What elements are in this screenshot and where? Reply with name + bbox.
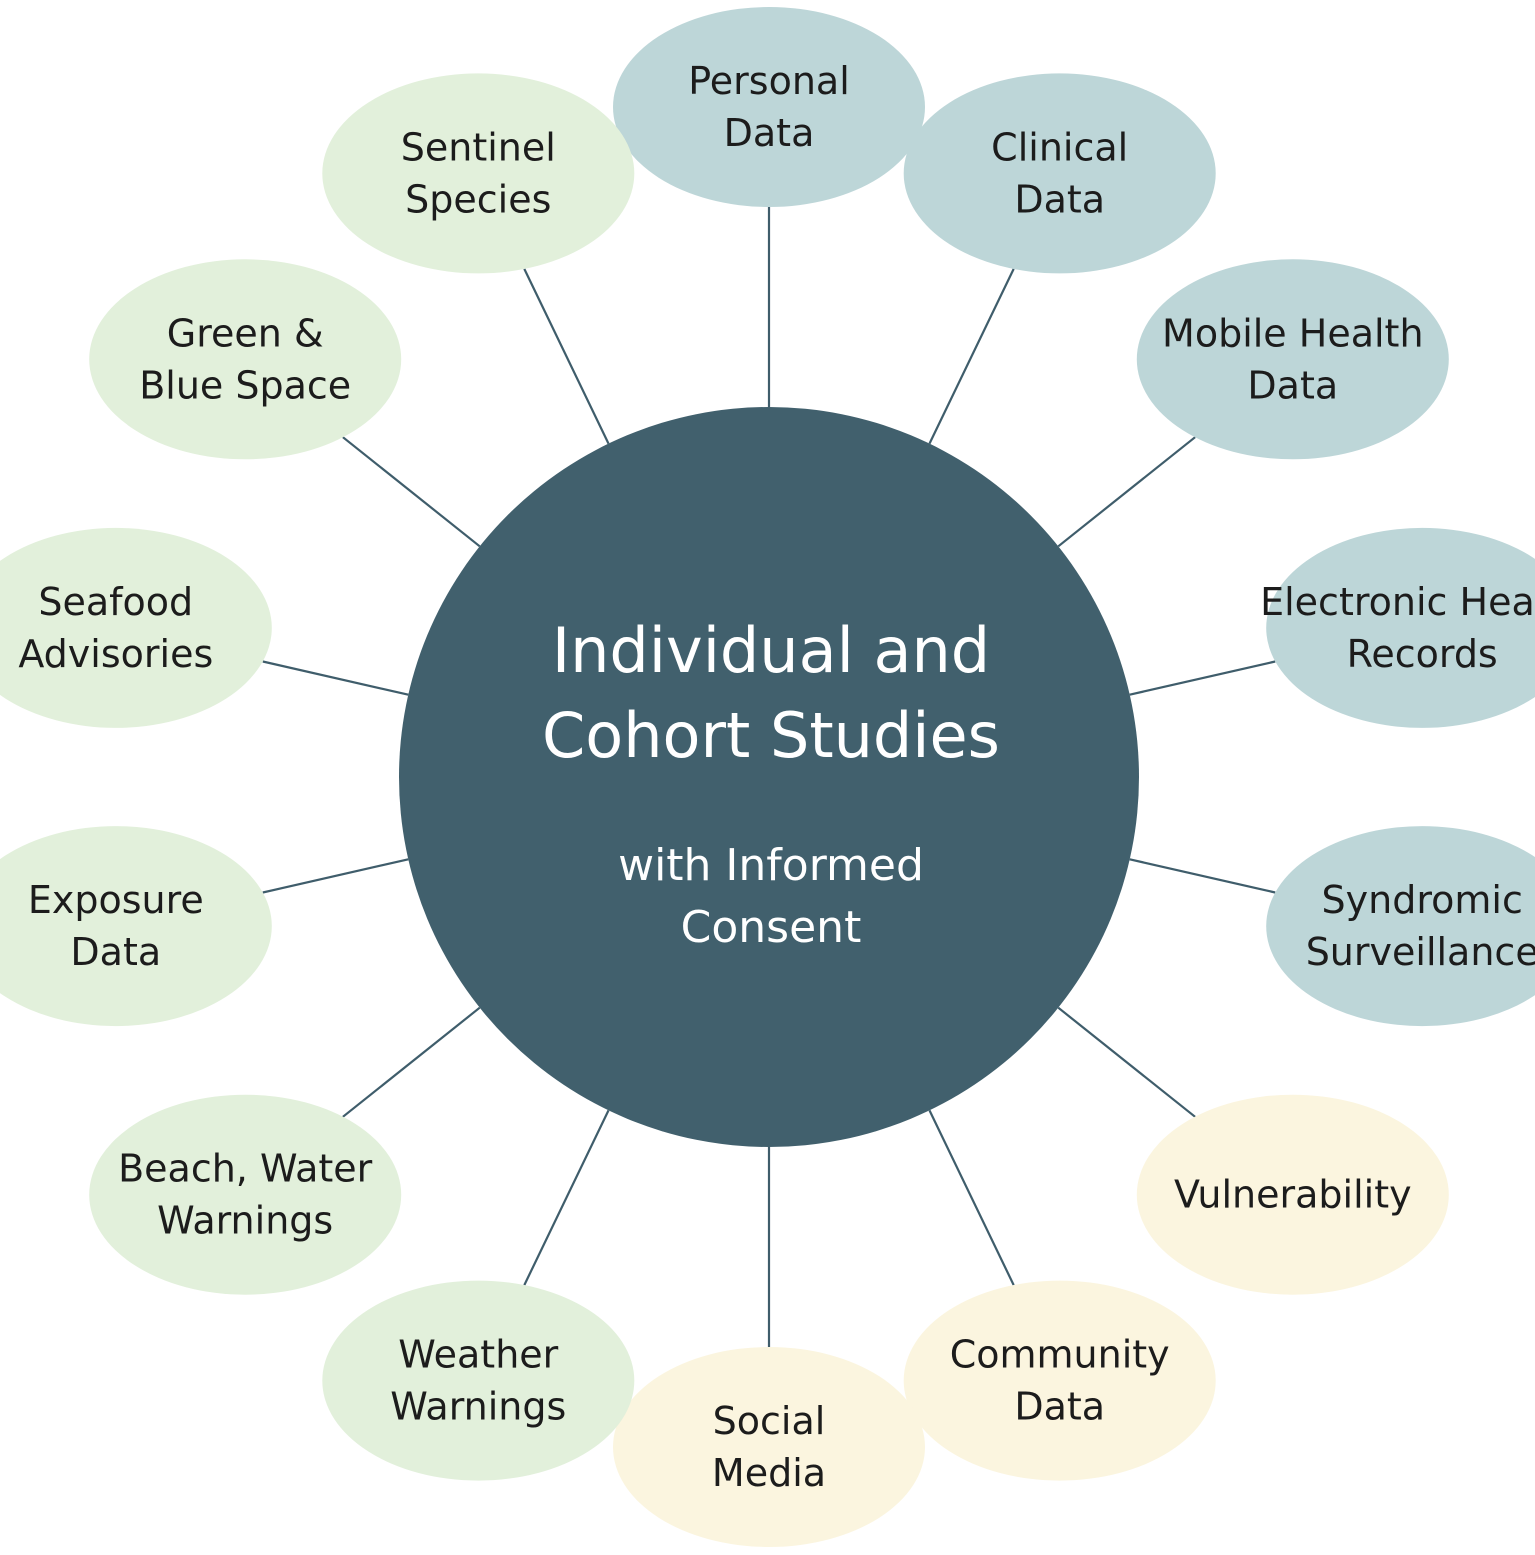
center-title-line-1: Individual and (552, 614, 990, 687)
node-label-seafood-advisories-line-1: Seafood (38, 580, 193, 624)
node-label-community-data-line-2: Data (1014, 1385, 1105, 1429)
node-label-personal-data-line-1: Personal (688, 59, 850, 103)
connector-sentinel-species (523, 268, 610, 445)
node-label-green-blue-space-line-2: Blue Space (139, 363, 351, 407)
node-label-social-media-line-2: Media (712, 1451, 826, 1495)
node-label-seafood-advisories-line-2: Advisories (18, 632, 213, 676)
connector-weather-warnings (523, 1109, 610, 1286)
center-subtitle-line-1: with Informed (618, 840, 924, 891)
node-label-sentinel-species-line-2: Species (405, 177, 551, 221)
node-label-green-blue-space-line-1: Green & (167, 311, 324, 355)
node-label-clinical-data-line-2: Data (1014, 177, 1105, 221)
node-ellipse-social-media (613, 1347, 925, 1547)
node-ellipse-syndromic-surveillance (1266, 826, 1535, 1027)
node-label-sentinel-species-line-1: Sentinel (401, 125, 556, 169)
node-ellipse-vulnerability (1136, 1094, 1449, 1295)
connector-mobile-health-data (1057, 436, 1196, 548)
connector-exposure-data (262, 858, 409, 894)
node-label-beach-water-warnings-line-1: Beach, Water (118, 1147, 373, 1191)
node-label-mobile-health-data-line-2: Data (1247, 363, 1338, 407)
center-hub: Individual and Cohort Studies with Infor… (399, 407, 1139, 1147)
node-electronic-health-records: Electronic HealthRecords (1260, 527, 1535, 728)
node-green-blue-space: Green & Blue Space (89, 259, 402, 460)
node-ellipse-clinical-data (903, 73, 1216, 274)
connector-green-blue-space (342, 436, 481, 548)
node-ellipse-personal-data (613, 7, 925, 207)
center-title-line-2: Cohort Studies (542, 699, 1000, 772)
node-ellipse-exposure-data (0, 826, 272, 1027)
node-label-mobile-health-data-line-1: Mobile Health (1162, 311, 1424, 355)
node-label-electronic-health-records-line-2: Records (1347, 632, 1498, 676)
node-label-exposure-data-line-1: Exposure (28, 878, 204, 922)
node-label-weather-warnings-line-2: Warnings (390, 1385, 566, 1429)
connector-vulnerability (1057, 1006, 1196, 1118)
node-label-electronic-health-records-line-1: Electronic Health (1260, 580, 1535, 624)
node-label-vulnerability-line-1: Vulnerability (1174, 1173, 1412, 1217)
node-label-exposure-data-line-2: Data (70, 930, 161, 974)
node-ellipse-seafood-advisories (0, 527, 272, 728)
node-ellipse-sentinel-species (322, 73, 635, 274)
connectors (262, 207, 1276, 1347)
connector-beach-water-warnings (342, 1006, 481, 1118)
node-ellipse-green-blue-space (89, 259, 402, 460)
node-label-social-media-line-1: Social (713, 1399, 826, 1443)
node-label-beach-water-warnings-line-2: Warnings (157, 1199, 333, 1243)
connector-syndromic-surveillance (1129, 858, 1276, 894)
connector-clinical-data (928, 268, 1015, 445)
node-label-community-data-line-1: Community (950, 1333, 1170, 1377)
node-ellipse-community-data (903, 1280, 1216, 1481)
node-label-syndromic-surveillance-line-1: Syndromic (1322, 878, 1523, 922)
node-label-clinical-data-line-1: Clinical (991, 125, 1128, 169)
connector-seafood-advisories (262, 660, 409, 696)
node-label-personal-data-line-2: Data (724, 111, 815, 155)
connector-community-data (928, 1109, 1015, 1286)
node-ellipse-electronic-health-records (1266, 527, 1535, 728)
node-ellipse-mobile-health-data (1136, 259, 1449, 460)
node-label-weather-warnings-line-1: Weather (398, 1333, 558, 1377)
node-label-syndromic-surveillance-line-2: Surveillance (1306, 930, 1535, 974)
center-subtitle-line-2: Consent (681, 902, 862, 953)
node-vulnerability: Vulnerability (1136, 1094, 1449, 1295)
node-ellipse-weather-warnings (322, 1280, 635, 1481)
connector-electronic-health-records (1129, 660, 1276, 696)
node-ellipse-beach-water-warnings (89, 1094, 402, 1295)
center-circle (399, 407, 1139, 1147)
